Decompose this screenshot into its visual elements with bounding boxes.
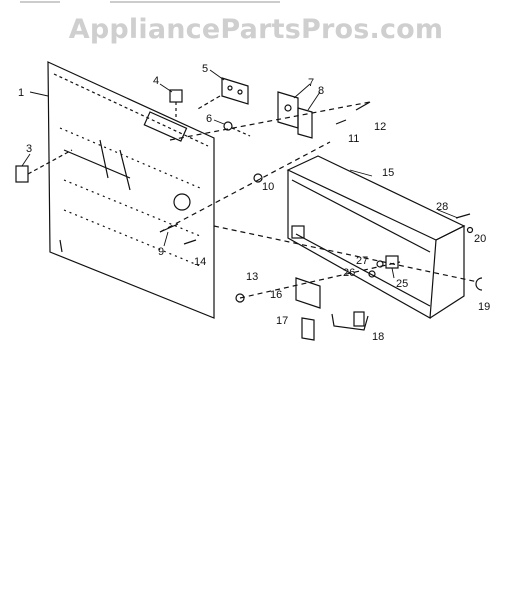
part-12-screw [355, 101, 371, 111]
callout-5: 5 [202, 63, 208, 75]
callout-17: 17 [276, 315, 288, 327]
part-25-bracket [385, 255, 399, 269]
part-6-nut [223, 121, 251, 137]
callout-27: 27 [356, 255, 368, 267]
callout-8: 8 [318, 85, 324, 97]
callout-16: 16 [270, 289, 282, 301]
part-15-cover-box [286, 155, 466, 319]
callout-3: 3 [26, 143, 32, 155]
callout-4: 4 [153, 75, 159, 87]
part-5-bracket [195, 77, 249, 111]
callout-20: 20 [474, 233, 486, 245]
callout-28: 28 [436, 201, 448, 213]
callout-10: 10 [262, 181, 274, 193]
callout-12: 12 [374, 121, 386, 133]
callout-25: 25 [396, 278, 408, 290]
part-4-clip [169, 89, 183, 118]
part-28-screw [455, 213, 471, 219]
part-16-bracket [295, 277, 321, 309]
callout-6: 6 [206, 113, 212, 125]
part-17-clip [301, 317, 315, 341]
part-8-bracket [297, 107, 313, 139]
part-13-nut [235, 293, 245, 303]
watermark: AppliancePartsPros.com [68, 14, 444, 45]
part-20-screw [466, 226, 474, 234]
callout-7: 7 [308, 77, 314, 89]
main-panel [47, 61, 215, 319]
assembly-lines [159, 101, 479, 299]
part-3-bracket [15, 149, 73, 183]
callout-14: 14 [194, 256, 206, 268]
callout-26: 26 [343, 267, 355, 279]
part-14-clip [183, 239, 197, 245]
part-26-nut [368, 270, 376, 278]
callout-19: 19 [478, 301, 490, 313]
callout-1: 1 [18, 87, 24, 99]
callout-13: 13 [246, 271, 258, 283]
callout-11: 11 [348, 133, 359, 145]
part-10-washer [253, 173, 263, 183]
part-27-washer [376, 260, 384, 268]
callout-labels: 1 3 4 5 6 7 8 9 10 11 12 13 14 15 16 17 … [18, 63, 490, 343]
leader-lines [21, 69, 459, 279]
part-11-screw [335, 119, 347, 125]
callout-18: 18 [372, 331, 384, 343]
callout-9: 9 [158, 246, 164, 258]
part-19-plug [475, 277, 483, 291]
part-18-bracket [331, 311, 369, 331]
callout-15: 15 [382, 167, 394, 179]
part-9-screw [159, 223, 179, 233]
